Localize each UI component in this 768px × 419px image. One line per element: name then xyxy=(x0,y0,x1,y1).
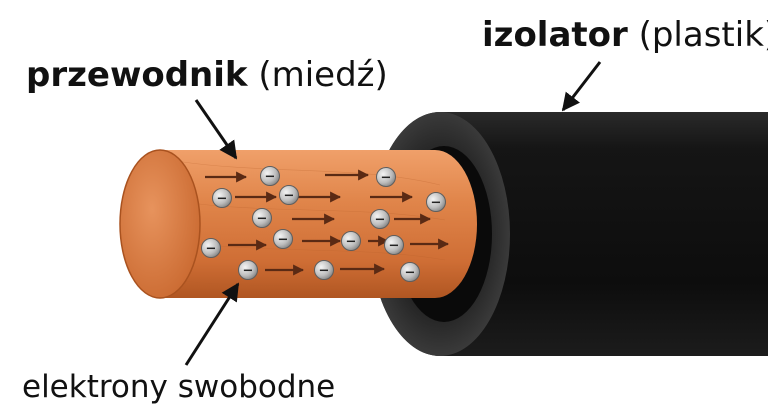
copper-conductor-body xyxy=(160,150,477,298)
electron-sign: − xyxy=(381,171,392,186)
electron-sign: − xyxy=(243,264,254,279)
electron-sign: − xyxy=(389,239,400,254)
label-conductor: przewodnik (miedź) xyxy=(26,58,388,92)
electron: − xyxy=(376,167,396,187)
electron-sign: − xyxy=(217,192,228,207)
label-insulator-rest: (plastik) xyxy=(627,15,768,55)
pointer-arrows xyxy=(184,61,602,366)
electron: − xyxy=(426,192,446,212)
electron: − xyxy=(273,229,293,249)
electron: − xyxy=(238,260,258,280)
label-electrons: elektrony swobodne xyxy=(22,369,336,405)
electron: − xyxy=(341,231,361,251)
electron-sign: − xyxy=(206,242,217,257)
pointer-arrow-conductor xyxy=(194,99,238,160)
electron-sign: − xyxy=(405,266,416,281)
electron-sign: − xyxy=(278,233,289,248)
electron-sign: − xyxy=(431,196,442,211)
label-insulator-bold: izolator xyxy=(482,15,628,55)
pointer-arrow-insulator xyxy=(561,61,602,112)
electron: − xyxy=(400,262,420,282)
copper-end-face xyxy=(119,149,201,299)
electron-sign: − xyxy=(375,213,386,228)
pointer-arrow-electrons xyxy=(184,282,240,366)
electron: − xyxy=(212,188,232,208)
electron-sign: − xyxy=(265,170,276,185)
electron-sign: − xyxy=(319,264,330,279)
free-electrons: −−−−−−−−−−−−−− xyxy=(201,166,446,282)
drift-arrows xyxy=(205,169,450,276)
electron-sign: − xyxy=(284,189,295,204)
label-insulator: izolator (plastik) xyxy=(482,18,768,52)
label-conductor-rest: (miedź) xyxy=(247,55,388,95)
electron: − xyxy=(252,208,272,228)
electron: − xyxy=(201,238,221,258)
electron-sign: − xyxy=(346,235,357,250)
label-conductor-bold: przewodnik xyxy=(26,55,248,95)
electron-sign: − xyxy=(257,212,268,227)
electron: − xyxy=(314,260,334,280)
electron: − xyxy=(279,185,299,205)
electron: − xyxy=(384,235,404,255)
electron: − xyxy=(370,209,390,229)
electron: − xyxy=(260,166,280,186)
